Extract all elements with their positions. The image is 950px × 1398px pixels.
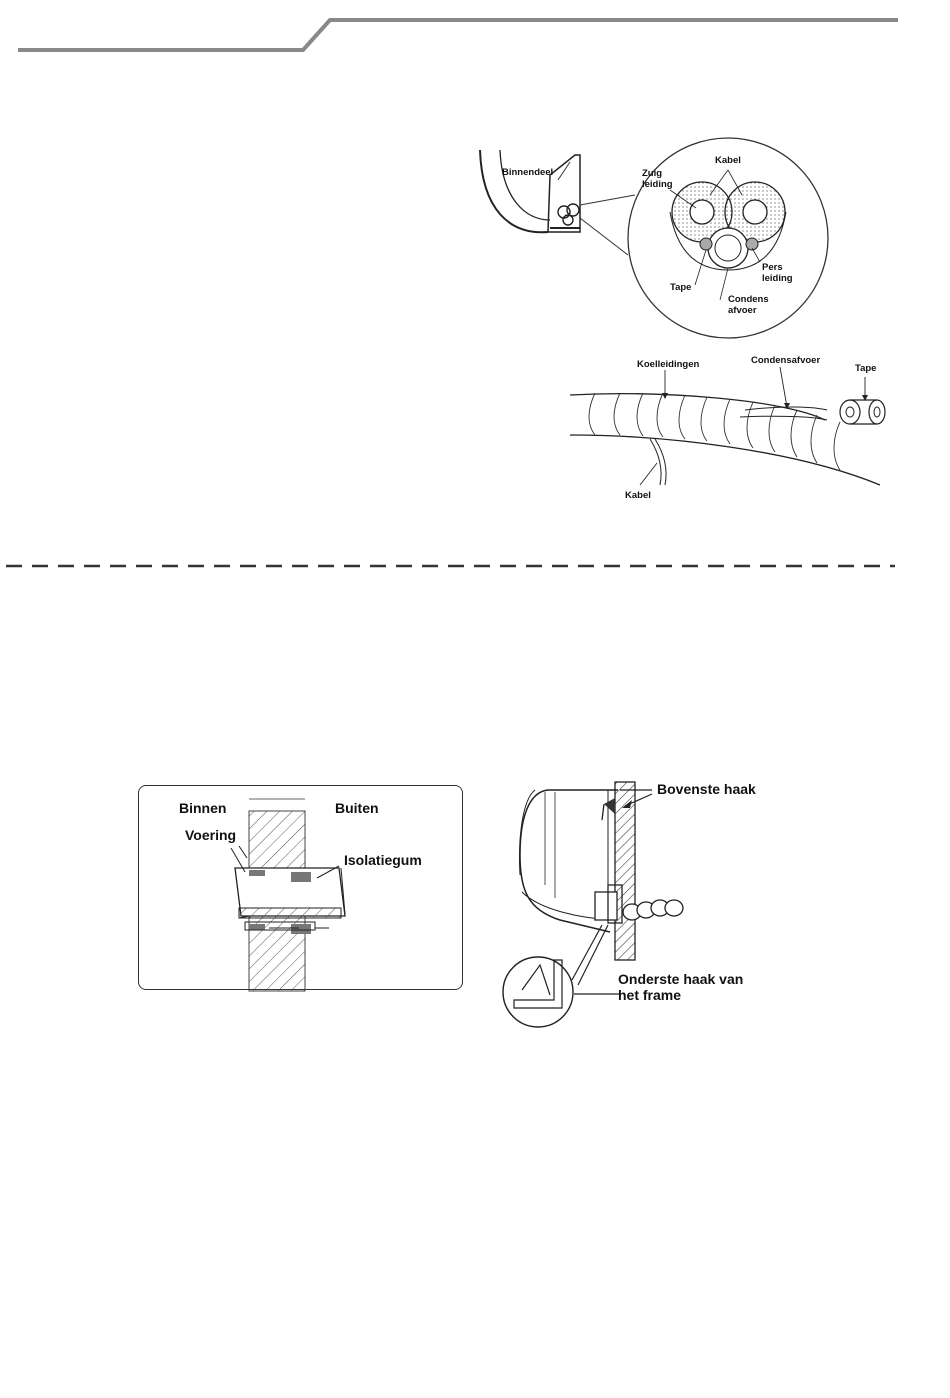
label-cable: Kabel xyxy=(715,155,741,166)
label-tape: Tape xyxy=(855,363,876,374)
pipe-bundle-diagram: Binnendeel Kabel Zuig leiding Pers leidi… xyxy=(470,150,830,330)
label-indoor-unit: Binnendeel xyxy=(502,167,553,178)
section-divider xyxy=(0,564,950,568)
label-inside: Binnen xyxy=(179,800,226,816)
label-outside: Buiten xyxy=(335,800,379,816)
label-condensate-drain: Condensafvoer xyxy=(751,355,820,366)
label-condensate: Condens afvoer xyxy=(728,294,769,316)
label-refrigerant-pipes: Koelleidingen xyxy=(637,359,699,370)
label-insulation: Isolatiegum xyxy=(344,852,422,868)
taped-pipe-diagram: Koelleidingen Condensafvoer Tape Kabel xyxy=(565,355,885,505)
header-tab-line xyxy=(0,0,950,60)
label-pressure-pipe: Pers leiding xyxy=(762,262,793,284)
wall-penetration-diagram: Binnen Buiten Voering Isolatiegum xyxy=(138,785,463,990)
label-tape: Tape xyxy=(670,282,691,293)
label-suction-pipe: Zuig leiding xyxy=(642,168,673,190)
label-lining: Voering xyxy=(185,827,236,843)
mounting-hook-diagram: Bovenste haak Onderste haak van het fram… xyxy=(500,780,790,1030)
label-lower-hook: Onderste haak van het frame xyxy=(618,971,743,1003)
label-upper-hook: Bovenste haak xyxy=(657,781,756,797)
label-cable: Kabel xyxy=(625,490,651,501)
